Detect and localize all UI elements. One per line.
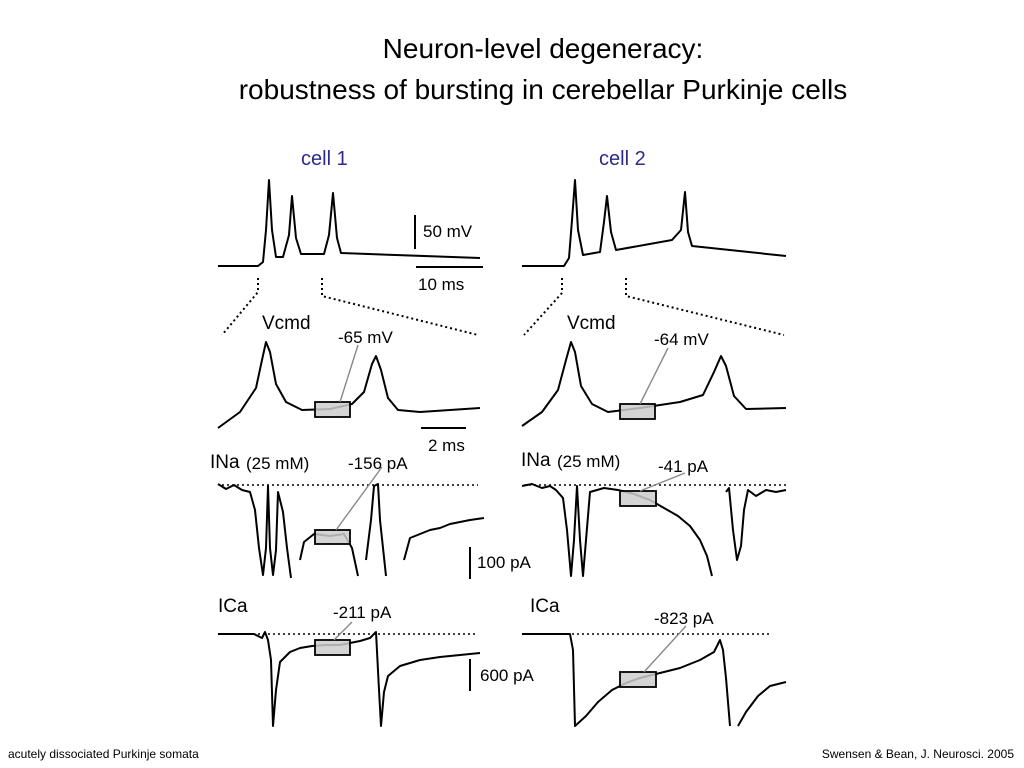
scale-label-100pa: 100 pA (477, 553, 532, 572)
scale-bars (414, 215, 483, 691)
ina-trace-cell-2 (521, 483, 787, 577)
ica-window-cell-1 (314, 639, 351, 656)
cell-2-label: cell 2 (599, 148, 646, 170)
burst-trace-cell-1 (218, 179, 481, 267)
ina-concentration-cell-2: (25 mM) (557, 452, 620, 471)
ina-annotation-cell-1: -156 pA (348, 454, 408, 473)
ina-label-cell-1: INa (210, 452, 240, 473)
ina-concentration-cell-1: (25 mM) (246, 454, 309, 473)
burst-trace-cell-2 (522, 179, 787, 267)
title-line-2: robustness of bursting in cerebellar Pur… (238, 74, 848, 105)
footer-citation: Swensen & Bean, J. Neurosci. 2005 (821, 747, 1014, 761)
ica-label-cell-2: ICa (530, 596, 560, 617)
ina-window-cell-1 (314, 529, 351, 545)
scale-label-600pa: 600 pA (480, 666, 535, 685)
ina-window-cell-2 (619, 490, 657, 507)
slide-title: Neuron-level degeneracy: robustness of b… (0, 28, 1024, 110)
ina-trace-cell-1 (217, 483, 485, 579)
measurement-windows (314, 401, 657, 688)
cell-1-label: cell 1 (301, 148, 348, 170)
vcmd-label-cell-2: Vcmd (567, 313, 616, 334)
ica-label-cell-1: ICa (218, 596, 248, 617)
ina-label-cell-2: INa (521, 450, 551, 471)
vcmd-annotation-cell-2: -64 mV (654, 330, 709, 349)
scale-label-2ms: 2 ms (428, 436, 465, 455)
ina-annotation-cell-2: -41 pA (658, 457, 709, 476)
zoom-guides (221, 278, 785, 336)
vcmd-window-cell-2 (619, 403, 656, 420)
scale-label-10ms: 10 ms (418, 275, 464, 294)
footer-left-note: acutely dissociated Purkinje somata (8, 747, 199, 761)
ica-annotation-cell-2: -823 pA (654, 609, 714, 628)
ica-annotation-cell-1: -211 pA (333, 603, 392, 622)
scale-label-50mv: 50 mV (423, 222, 473, 241)
annotation-arrows (333, 344, 687, 673)
title-line-1: Neuron-level degeneracy: (382, 33, 704, 64)
vcmd-annotation-cell-1: -65 mV (338, 328, 393, 347)
vcmd-label-cell-1: Vcmd (262, 313, 311, 334)
ica-window-cell-2 (619, 671, 657, 688)
vcmd-window-cell-1 (314, 401, 351, 418)
